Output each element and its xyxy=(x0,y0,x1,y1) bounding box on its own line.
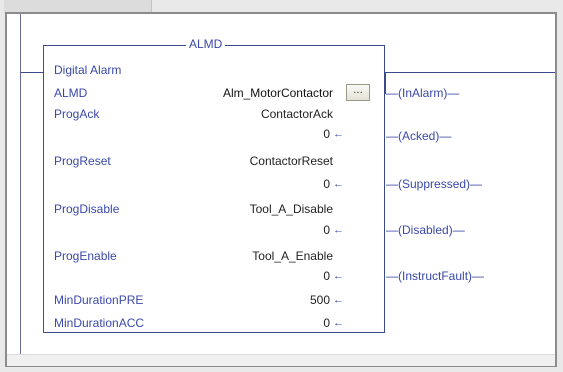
output-instructfault[interactable]: —(InstructFault)— xyxy=(386,269,485,283)
tag-contactorreset[interactable]: ContactorReset xyxy=(249,154,333,168)
input-arrow-icon: ← xyxy=(333,317,344,329)
output-disabled[interactable]: —(Disabled)— xyxy=(386,223,465,237)
param-mindurationpre: MinDurationPRE xyxy=(54,293,144,307)
param-mindurationacc: MinDurationACC xyxy=(54,316,145,330)
output-acked[interactable]: —(Acked)— xyxy=(386,129,452,143)
output-acked-label: Acked xyxy=(402,129,436,143)
output-branch-wire xyxy=(385,72,386,94)
value-mindurationacc[interactable]: 0 xyxy=(323,316,330,330)
block-title: ALMD xyxy=(186,38,226,51)
input-rung-wire xyxy=(21,72,43,73)
param-progack: ProgAck xyxy=(54,107,100,121)
value-progenable: 0 xyxy=(323,269,330,283)
value-progdisable: 0 xyxy=(323,223,330,237)
output-inalarm-label: InAlarm xyxy=(402,86,444,100)
output-instructfault-label: InstructFault xyxy=(402,269,469,283)
input-arrow-icon: ← xyxy=(333,128,344,140)
value-mindurationpre[interactable]: 500 xyxy=(309,293,330,307)
window-tab xyxy=(4,0,152,14)
input-arrow-icon: ← xyxy=(333,294,344,306)
param-progenable: ProgEnable xyxy=(54,249,117,263)
tag-tool-a-enable[interactable]: Tool_A_Enable xyxy=(252,249,333,263)
input-arrow-icon: ← xyxy=(333,224,344,236)
param-almd: ALMD xyxy=(54,86,88,100)
instance-tag[interactable]: Alm_MotorContactor xyxy=(222,86,333,100)
tag-tool-a-disable[interactable]: Tool_A_Disable xyxy=(249,202,333,216)
block-type-label: Digital Alarm xyxy=(54,63,122,77)
input-arrow-icon: ← xyxy=(333,270,344,282)
output-disabled-label: Disabled xyxy=(402,223,449,237)
output-rung-wire xyxy=(385,72,555,73)
param-progdisable: ProgDisable xyxy=(54,202,120,216)
param-progreset: ProgReset xyxy=(54,154,111,168)
value-progreset: 0 xyxy=(323,177,330,191)
left-power-rail xyxy=(20,14,21,354)
output-inalarm[interactable]: —(InAlarm)— xyxy=(386,86,460,100)
output-suppressed[interactable]: —(Suppressed)— xyxy=(386,177,483,191)
value-progack: 0 xyxy=(323,127,330,141)
browse-button[interactable]: ... xyxy=(346,84,370,101)
input-arrow-icon: ← xyxy=(333,178,344,190)
tag-contactorack[interactable]: ContactorAck xyxy=(260,107,333,121)
output-suppressed-label: Suppressed xyxy=(402,177,467,191)
editor-bottom-bar xyxy=(7,354,555,366)
